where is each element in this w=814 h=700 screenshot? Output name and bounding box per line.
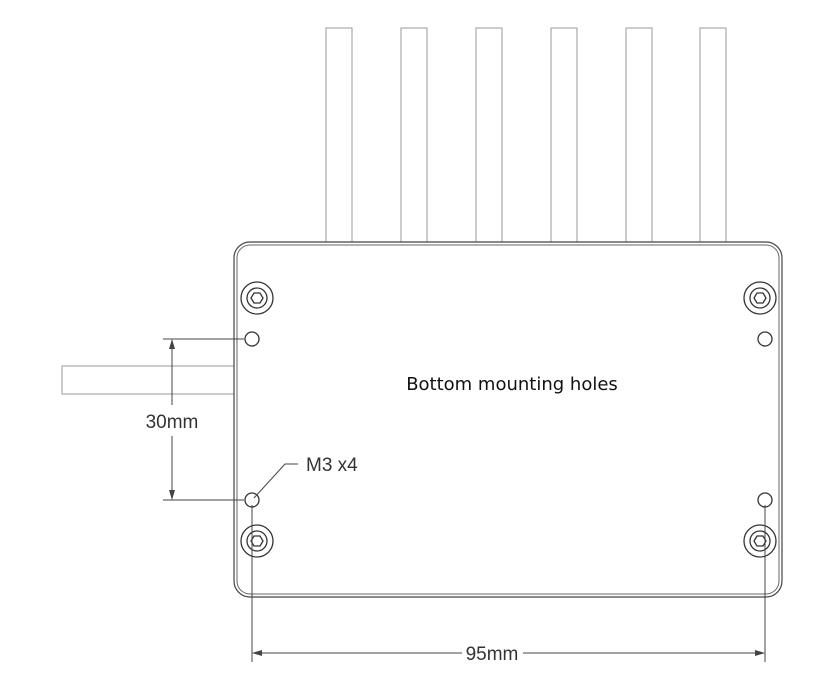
standoff-top-right	[743, 281, 777, 315]
drawing-title: Bottom mounting holes	[406, 374, 618, 395]
standoff-bottom-left	[240, 524, 274, 558]
dimension-95mm-label: 95mm	[466, 644, 519, 665]
m3-hole	[244, 331, 260, 347]
pin	[475, 27, 503, 244]
pin	[325, 27, 353, 244]
m3-hole	[757, 492, 773, 508]
pin	[699, 27, 727, 244]
hole-callout-label: M3 x4	[306, 455, 358, 476]
pin	[550, 27, 578, 244]
callout-leader	[253, 463, 298, 499]
pin	[625, 27, 653, 244]
dimension-30mm	[163, 338, 244, 501]
dimension-30mm-label: 30mm	[146, 412, 199, 433]
standoff-bottom-right	[743, 524, 777, 558]
m3-hole	[757, 331, 773, 347]
dimension-95mm	[251, 505, 766, 662]
enclosure-inner-edge	[236, 244, 780, 595]
top-pins	[325, 27, 727, 244]
standoff-top-left	[240, 281, 274, 315]
pin	[400, 27, 428, 244]
side-cable	[61, 365, 237, 395]
enclosure-outline	[233, 241, 783, 598]
